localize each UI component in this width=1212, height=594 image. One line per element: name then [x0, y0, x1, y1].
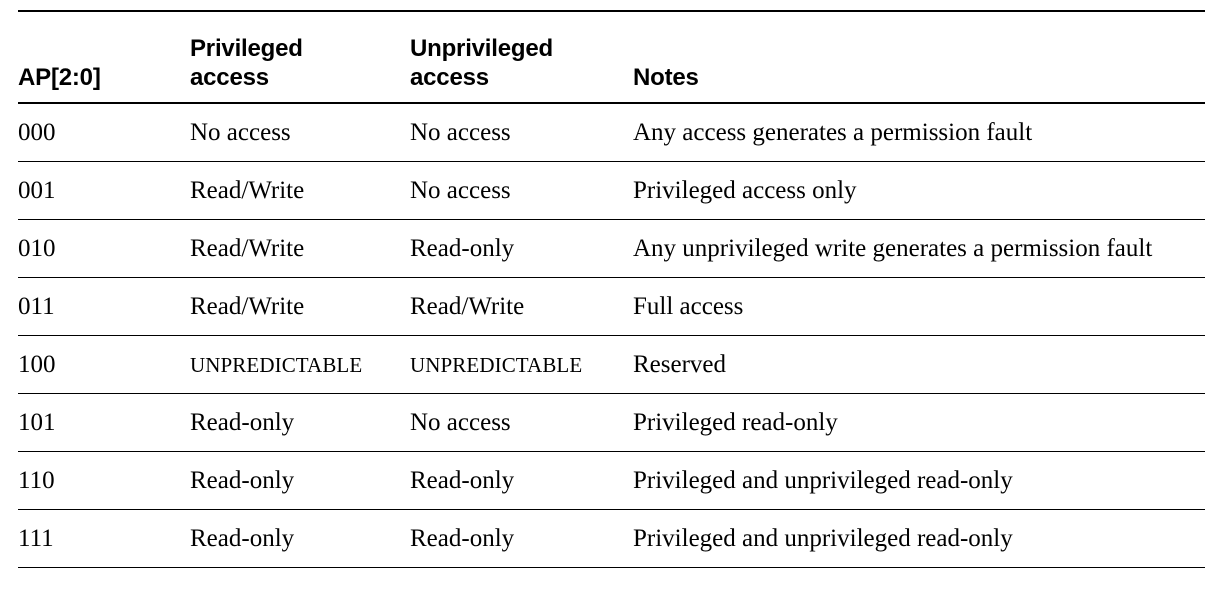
cell-privileged-access-text: No access	[190, 118, 291, 146]
table-body: 000 No access No access Any access generate…	[18, 103, 1205, 567]
cell-notes: Privileged read-only	[633, 393, 1205, 451]
cell-privileged-access: UNPREDICTABLE	[190, 335, 410, 393]
cell-notes: Privileged access only	[633, 161, 1205, 219]
cell-ap-encoding-text: 010	[18, 234, 56, 262]
cell-privileged-access-text: Read/Write	[190, 234, 305, 262]
cell-notes-text: Any unprivileged write generates a permi…	[633, 234, 1153, 262]
table-row: 000 No access No access Any access generate…	[18, 103, 1205, 161]
cell-unprivileged-access: Read-only	[410, 451, 633, 509]
cell-privileged-access: Read-only	[190, 509, 410, 567]
column-header-privileged-line2: access	[190, 63, 269, 91]
cell-privileged-access-text: UNPREDICTABLE	[190, 352, 363, 377]
column-header-notes-label: Notes	[633, 63, 699, 91]
cell-privileged-access: Read-only	[190, 393, 410, 451]
cell-notes-text: Reserved	[633, 350, 727, 378]
cell-ap-encoding: 000	[18, 103, 190, 161]
table-header-row: AP[2:0] Privileged access Unprivileged a…	[18, 11, 1205, 103]
cell-privileged-access-text: Read-only	[190, 524, 295, 552]
cell-ap-encoding-text: 000	[18, 118, 56, 146]
table-row: 011 Read/Write Read/Write Full access	[18, 277, 1205, 335]
cell-notes-text: Privileged access only	[633, 176, 857, 204]
table-row: 111 Read-only Read-only Privileged and unpr…	[18, 509, 1205, 567]
column-header-privileged-line1: Privileged	[190, 35, 303, 63]
cell-privileged-access-text: Read-only	[190, 466, 295, 494]
cell-notes: Full access	[633, 277, 1205, 335]
cell-unprivileged-access: Read-only	[410, 219, 633, 277]
cell-unprivileged-access-text: No access	[410, 408, 511, 436]
cell-unprivileged-access-text: Read-only	[410, 234, 515, 262]
cell-unprivileged-access: No access	[410, 103, 633, 161]
cell-notes: Any unprivileged write generates a permi…	[633, 219, 1205, 277]
table-row: 100 UNPREDICTABLE UNPREDICTABLE Reserved	[18, 335, 1205, 393]
table-row: 110 Read-only Read-only Privileged and unpr…	[18, 451, 1205, 509]
cell-unprivileged-access-text: Read-only	[410, 466, 515, 494]
table-row: 101 Read-only No access Privileged read-onl…	[18, 393, 1205, 451]
cell-ap-encoding: 011	[18, 277, 190, 335]
column-header-unprivileged-line1: Unprivileged	[410, 35, 553, 63]
column-header-unprivileged-access: Unprivileged access	[410, 11, 633, 103]
access-permissions-table: AP[2:0] Privileged access Unprivileged a…	[18, 10, 1205, 568]
cell-privileged-access: Read/Write	[190, 219, 410, 277]
cell-unprivileged-access: Read/Write	[410, 277, 633, 335]
cell-ap-encoding: 100	[18, 335, 190, 393]
cell-ap-encoding-text: 011	[18, 292, 55, 320]
column-header-unprivileged-line2: access	[410, 63, 489, 91]
column-header-ap: AP[2:0]	[18, 11, 190, 103]
cell-ap-encoding: 111	[18, 509, 190, 567]
cell-privileged-access-text: Read/Write	[190, 176, 305, 204]
cell-ap-encoding: 001	[18, 161, 190, 219]
cell-ap-encoding-text: 101	[18, 408, 56, 436]
cell-notes-text: Privileged read-only	[633, 408, 838, 436]
cell-unprivileged-access-text: No access	[410, 118, 511, 146]
cell-notes: Privileged and unprivileged read-only	[633, 451, 1205, 509]
table-row: 001 Read/Write No access Privileged access …	[18, 161, 1205, 219]
cell-notes: Reserved	[633, 335, 1205, 393]
table-row: 010 Read/Write Read-only Any unprivileged w…	[18, 219, 1205, 277]
cell-privileged-access: Read/Write	[190, 277, 410, 335]
cell-privileged-access: No access	[190, 103, 410, 161]
access-permissions-table-container: AP[2:0] Privileged access Unprivileged a…	[18, 10, 1205, 568]
cell-notes-text: Full access	[633, 292, 744, 320]
cell-privileged-access-text: Read/Write	[190, 292, 305, 320]
cell-ap-encoding-text: 111	[18, 524, 54, 552]
cell-notes-text: Privileged and unprivileged read-only	[633, 466, 1013, 494]
cell-ap-encoding-text: 100	[18, 350, 56, 378]
cell-ap-encoding: 010	[18, 219, 190, 277]
cell-notes-text: Privileged and unprivileged read-only	[633, 524, 1013, 552]
column-header-notes: Notes	[633, 11, 1205, 103]
cell-unprivileged-access-text: No access	[410, 176, 511, 204]
cell-unprivileged-access: No access	[410, 161, 633, 219]
cell-ap-encoding: 110	[18, 451, 190, 509]
cell-privileged-access: Read-only	[190, 451, 410, 509]
cell-ap-encoding-text: 001	[18, 176, 56, 204]
cell-unprivileged-access-text: UNPREDICTABLE	[410, 352, 583, 377]
cell-privileged-access: Read/Write	[190, 161, 410, 219]
cell-notes: Any access generates a permission fault	[633, 103, 1205, 161]
table-header: AP[2:0] Privileged access Unprivileged a…	[18, 11, 1205, 103]
cell-unprivileged-access: UNPREDICTABLE	[410, 335, 633, 393]
column-header-privileged-access: Privileged access	[190, 11, 410, 103]
cell-ap-encoding-text: 110	[18, 466, 55, 494]
cell-notes-text: Any access generates a permission fault	[633, 118, 1033, 146]
cell-privileged-access-text: Read-only	[190, 408, 295, 436]
cell-unprivileged-access: Read-only	[410, 509, 633, 567]
cell-unprivileged-access-text: Read-only	[410, 524, 515, 552]
cell-unprivileged-access: No access	[410, 393, 633, 451]
cell-unprivileged-access-text: Read/Write	[410, 292, 525, 320]
cell-notes: Privileged and unprivileged read-only	[633, 509, 1205, 567]
cell-ap-encoding: 101	[18, 393, 190, 451]
column-header-ap-label: AP[2:0]	[18, 63, 101, 91]
